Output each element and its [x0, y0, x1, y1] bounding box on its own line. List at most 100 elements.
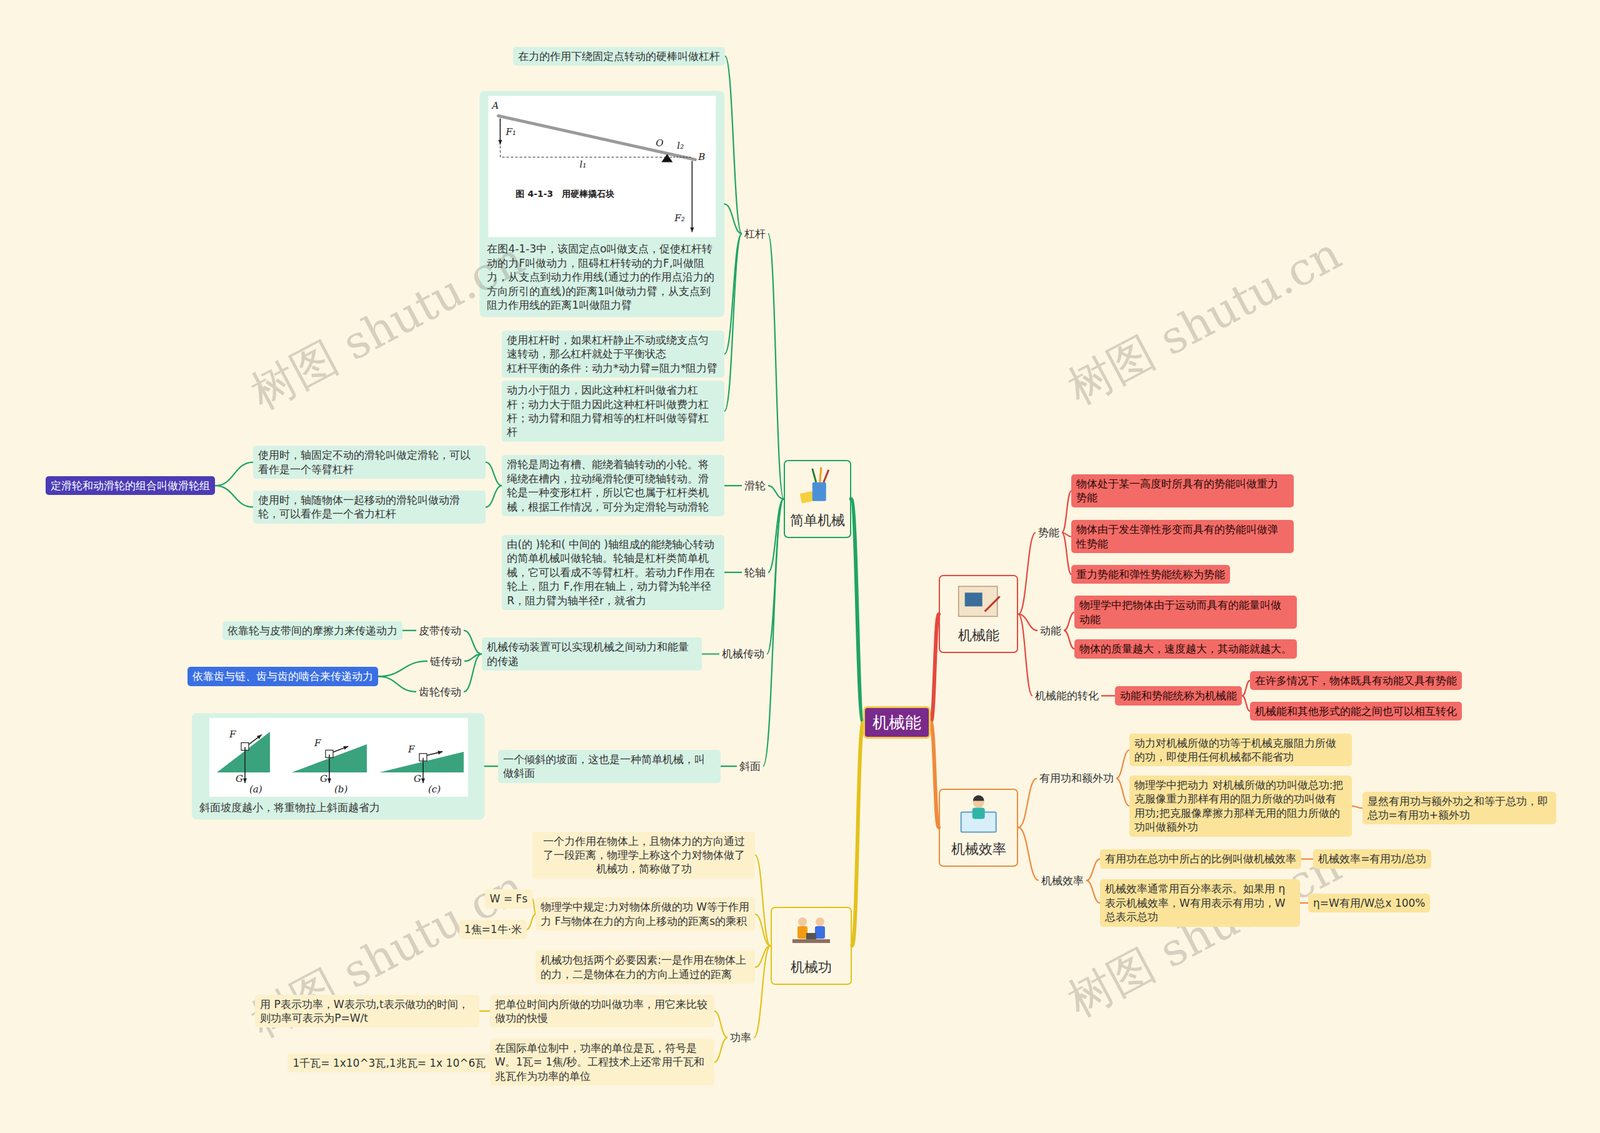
pen — [985, 596, 1000, 612]
node-text: 使用时，轴随物体一起移动的滑轮叫做动滑轮，可以看作是一个省力杠杆 — [258, 493, 481, 522]
branch-label: 斜面 — [736, 758, 764, 775]
branch-connector — [463, 630, 482, 655]
figure-label: F₂ — [674, 213, 685, 224]
note-box: 动力小于阻力，因此这种杠杆叫做省力杠杆；动力大于阻力因此这种杠杆叫做费力杠杆；动… — [501, 380, 725, 442]
incline-slope — [216, 731, 270, 773]
arrow-head — [343, 746, 349, 750]
branch-connector — [1063, 612, 1075, 631]
branch-connector — [768, 233, 784, 499]
node-text: 机械效率=有用功/总功 — [1318, 851, 1427, 866]
branch-connector — [1018, 614, 1033, 697]
node-text: 物理学中把物体由于运动而具有的能量叫做动能 — [1079, 598, 1292, 627]
note-box: 使用时，轴随物体一起移动的滑轮叫做动滑轮，可以看作是一个省力杠杆 — [253, 490, 486, 524]
head — [798, 917, 807, 927]
figure-label: (a) — [249, 784, 263, 795]
topic-text: 简单机械 — [788, 511, 847, 530]
pencil — [823, 470, 829, 483]
incline-figure — [191, 713, 485, 820]
branch-connector — [378, 676, 417, 692]
figure-label: l₂ — [676, 140, 684, 152]
branch-connector — [725, 56, 742, 234]
branch-connector — [768, 485, 784, 499]
branch-connector — [1086, 880, 1100, 904]
node-text: 动力对机械所做的功等于机械克服阻力所做的功，即使用任何机械都不能省功 — [1134, 736, 1347, 765]
figure-label: O — [655, 138, 664, 149]
node-text: 轮轴 — [744, 565, 766, 580]
node-text: 功率 — [730, 1030, 752, 1045]
arm-line — [500, 119, 667, 157]
branch-connector — [1018, 778, 1037, 828]
branch-label: 链传动 — [427, 653, 465, 670]
note-box: 动能和势能统称为机械能 — [1115, 686, 1242, 705]
note-box: 机械传动装置可以实现机械之间动力和能量的传递 — [481, 637, 703, 671]
note-box: 1千瓦= 1x10^3瓦,1兆瓦= 1x 10^6瓦 — [287, 1053, 491, 1073]
figure-label: F₁ — [505, 126, 516, 138]
category-box: 简单机械 — [783, 460, 852, 539]
branch-label: 有用功和额外功 — [1036, 770, 1117, 787]
body — [815, 926, 825, 939]
node-text: 势能 — [1038, 525, 1060, 540]
figure-label: F — [408, 744, 415, 755]
node-text: 动力小于阻力，因此这种杠杆叫做省力杠杆；动力大于阻力因此这种杠杆叫做费力杠杆；动… — [506, 383, 720, 440]
branch-connector — [930, 722, 939, 828]
branch-label: 机械传动 — [719, 645, 767, 662]
node-text: 物体的质量越大，速度越大，其动能就越大。 — [1079, 641, 1292, 656]
note-box: 物理学中规定:力对物体所做的功 W等于作用力 F与物体在力的方向上移动的距离s的… — [535, 897, 755, 931]
node-text: 滑轮是周边有槽、能绕着轴转动的小轮。将绳绕在槽内，拉动绳滑轮便可绕轴转动。滑轮是… — [506, 457, 720, 514]
fulcrum — [661, 153, 673, 162]
branch-connector — [1061, 532, 1072, 575]
node-text: 物理学中把动力 对机械所做的功叫做总功:把克服像重力那样有用的阻力所做的功叫做有… — [1134, 778, 1347, 835]
category-icon — [958, 586, 1000, 617]
node-text: 机械传动装置可以实现机械之间动力和能量的传递 — [486, 640, 698, 669]
arm-line — [666, 156, 692, 158]
arrow-head — [327, 778, 332, 784]
branch-connector — [1063, 630, 1075, 649]
branch-connector — [1018, 827, 1039, 881]
branch-connector — [755, 914, 770, 947]
node-text: 机械效率 — [1041, 873, 1084, 888]
figure-image — [488, 95, 716, 237]
note-box: 重力势能和弹性势能统称为势能 — [1071, 565, 1230, 584]
branch-connector — [851, 498, 864, 723]
note-box: 滑轮是周边有槽、能绕着轴转动的小轮。将绳绕在槽内，拉动绳滑轮便可绕轴转动。滑轮是… — [501, 455, 725, 517]
figure-label: G — [235, 773, 244, 785]
branch-connector — [1301, 858, 1314, 860]
branch-connector — [724, 204, 742, 234]
branch-connector — [851, 722, 864, 947]
category-icon — [800, 467, 829, 504]
topic-text: 机械能 — [872, 711, 922, 734]
note-box: 定滑轮和动滑轮的组合叫做滑轮组 — [45, 476, 215, 495]
node-text: 物理学中规定:力对物体所做的功 W等于作用力 F与物体在力的方向上移动的距离s的… — [540, 900, 750, 929]
note-box: 在许多情况下，物体既具有动能又具有势能 — [1250, 671, 1462, 690]
node-text: 在图4-1-3中，该固定点o叫做支点，促使杠杆转动的力F叫做动力，阻碍杠杆转动的… — [486, 241, 717, 312]
node-text: 在国际单位制中，功率的单位是瓦，符号是W。1瓦= 1焦/秒。工程技术上还常用千瓦… — [495, 1041, 710, 1084]
branch-connector — [1116, 750, 1130, 779]
branch-connector — [714, 1011, 728, 1038]
note-box: 使用杠杆时，如果杠杆静止不动或绕支点匀速转动，那么杠杆就处于平衡状态杠杆平衡的条… — [501, 330, 725, 378]
topic-text: 机械效率 — [943, 840, 1014, 859]
figure-label: G — [413, 773, 422, 785]
branch-connector — [1241, 695, 1250, 711]
arrow-head — [498, 140, 502, 145]
arrow-head — [243, 778, 247, 784]
note-box: 有用功在总功中所占的比例叫做机械效率 — [1100, 849, 1302, 869]
node-text: 在力的作用下绕固定点转动的硬棒叫做杠杆 — [518, 49, 720, 64]
branch-label: 轮轴 — [741, 564, 769, 581]
node-text: 在许多情况下，物体既具有动能又具有势能 — [1255, 673, 1457, 688]
node-text: 物体处于某一高度时所具有的势能叫做重力势能 — [1076, 476, 1289, 505]
node-text: 动能 — [1040, 623, 1062, 638]
note-box: 依靠轮与皮带间的摩擦力来传递动力 — [222, 621, 403, 640]
sticky-note — [800, 491, 815, 504]
branch-connector — [753, 945, 771, 1038]
arrow-head — [421, 778, 425, 784]
node-text: 斜面 — [739, 759, 761, 774]
branch-connector — [724, 233, 742, 412]
node-text: 杠杆 — [744, 226, 766, 241]
hair — [973, 795, 985, 802]
branch-connector — [1018, 532, 1036, 615]
branch-connector — [1300, 902, 1309, 904]
node-text: 依靠齿与链、齿与齿的啮合来传递动力 — [192, 669, 374, 684]
lever-figure — [479, 90, 725, 317]
note-box: 机械能和其他形式的能之间也可以相互转化 — [1250, 701, 1462, 721]
node-text: η=W有用/W总x 100% — [1313, 896, 1425, 910]
